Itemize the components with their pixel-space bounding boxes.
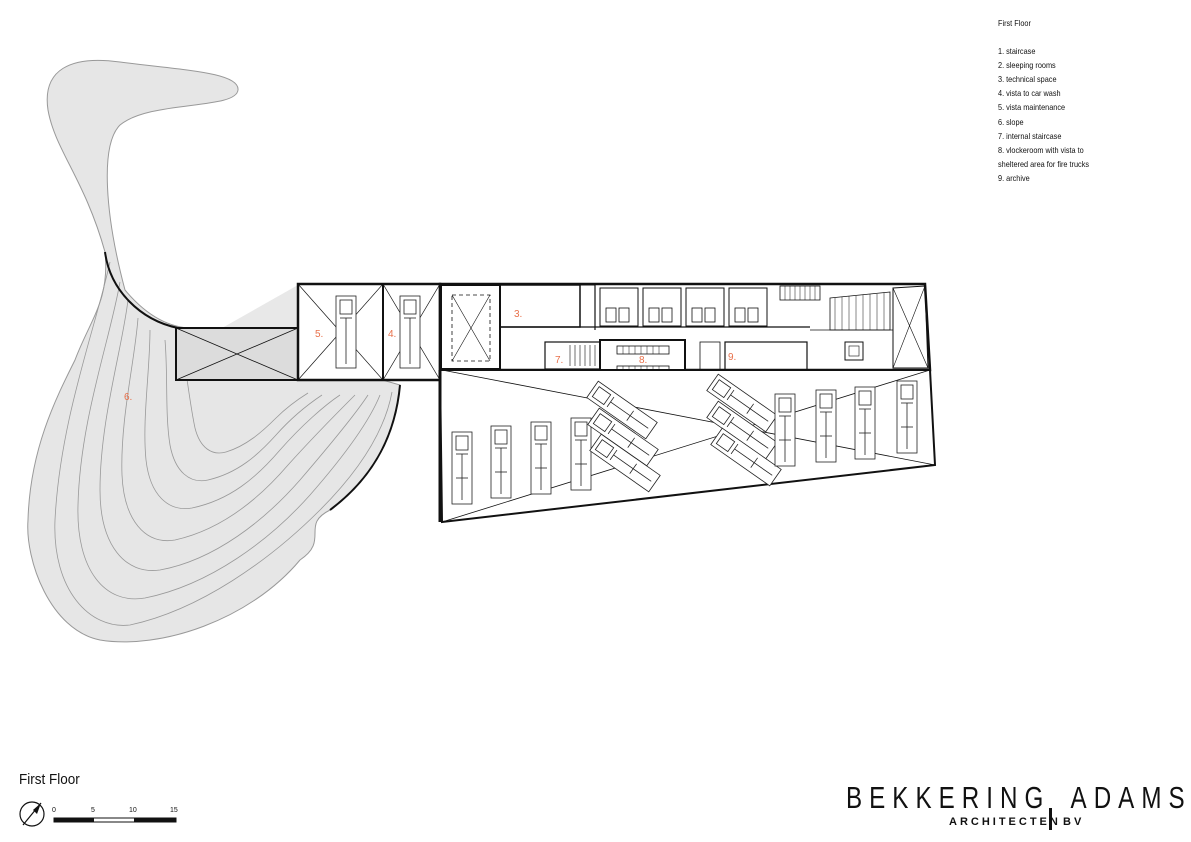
scale-label: 15 <box>170 807 178 814</box>
fire-truck-icon <box>896 380 918 454</box>
scale-bar <box>53 817 177 823</box>
fire-trucks <box>451 373 918 505</box>
fire-truck-icon <box>490 425 512 499</box>
fire-truck-icon <box>815 389 837 463</box>
fire-truck-icon <box>586 380 658 440</box>
scale-label: 0 <box>52 807 56 814</box>
room-labels: 3. 4. 5. 6. 7. 8. 9. <box>124 309 736 403</box>
fire-truck-icon <box>530 421 552 495</box>
legend-item: 8. vlockeroom with vista to sheltered ar… <box>998 144 1090 169</box>
fire-truck-icon <box>706 373 778 433</box>
room-label-9: 9. <box>728 352 736 363</box>
legend-item: 9. archive <box>998 172 1030 183</box>
legend-item: 4. vista to car wash <box>998 88 1061 99</box>
scale-label: 5 <box>91 807 95 814</box>
legend-item: 7. internal staircase <box>998 130 1062 141</box>
north-arrow-icon <box>19 801 45 827</box>
legend-title: First Floor <box>998 18 1031 28</box>
legend: First Floor 1. staircase 2. sleeping roo… <box>998 16 1093 185</box>
fire-truck-icon <box>335 295 357 369</box>
sheltered-area <box>438 369 937 524</box>
legend-item: 5. vista maintenance <box>998 102 1066 113</box>
fire-truck-icon <box>451 431 473 505</box>
room-label-3: 3. <box>514 309 522 320</box>
room-label-4: 4. <box>388 329 396 340</box>
legend-item: 6. slope <box>998 116 1024 127</box>
logo-divider <box>1049 808 1052 830</box>
fire-truck-icon <box>570 417 592 491</box>
logo-sub-left: ARCHITECTEN <box>949 816 1061 828</box>
scale-label: 10 <box>129 807 137 814</box>
legend-item: 3. technical space <box>998 74 1057 85</box>
room-label-5: 5. <box>315 329 323 340</box>
room-label-6: 6. <box>124 392 132 403</box>
room-label-7: 7. <box>555 355 563 366</box>
legend-item: 2. sleeping rooms <box>998 60 1056 71</box>
sheet-title: First Floor <box>19 771 80 788</box>
fire-truck-icon <box>399 295 421 369</box>
legend-item: 1. staircase <box>998 46 1036 57</box>
fire-truck-icon <box>774 393 796 467</box>
logo-name: BEKKERING ADAMS <box>846 780 1191 816</box>
logo-sub-right: BV <box>1063 816 1085 828</box>
fire-truck-icon <box>589 433 661 493</box>
logo-name-left: BEKKERING <box>846 780 1051 815</box>
fire-truck-icon <box>854 386 876 460</box>
fire-truck-icon <box>710 427 782 487</box>
room-label-8: 8. <box>639 355 647 366</box>
logo-name-right: ADAMS <box>1070 780 1191 815</box>
fire-truck-icon <box>706 400 778 460</box>
bridge-void <box>175 285 299 381</box>
